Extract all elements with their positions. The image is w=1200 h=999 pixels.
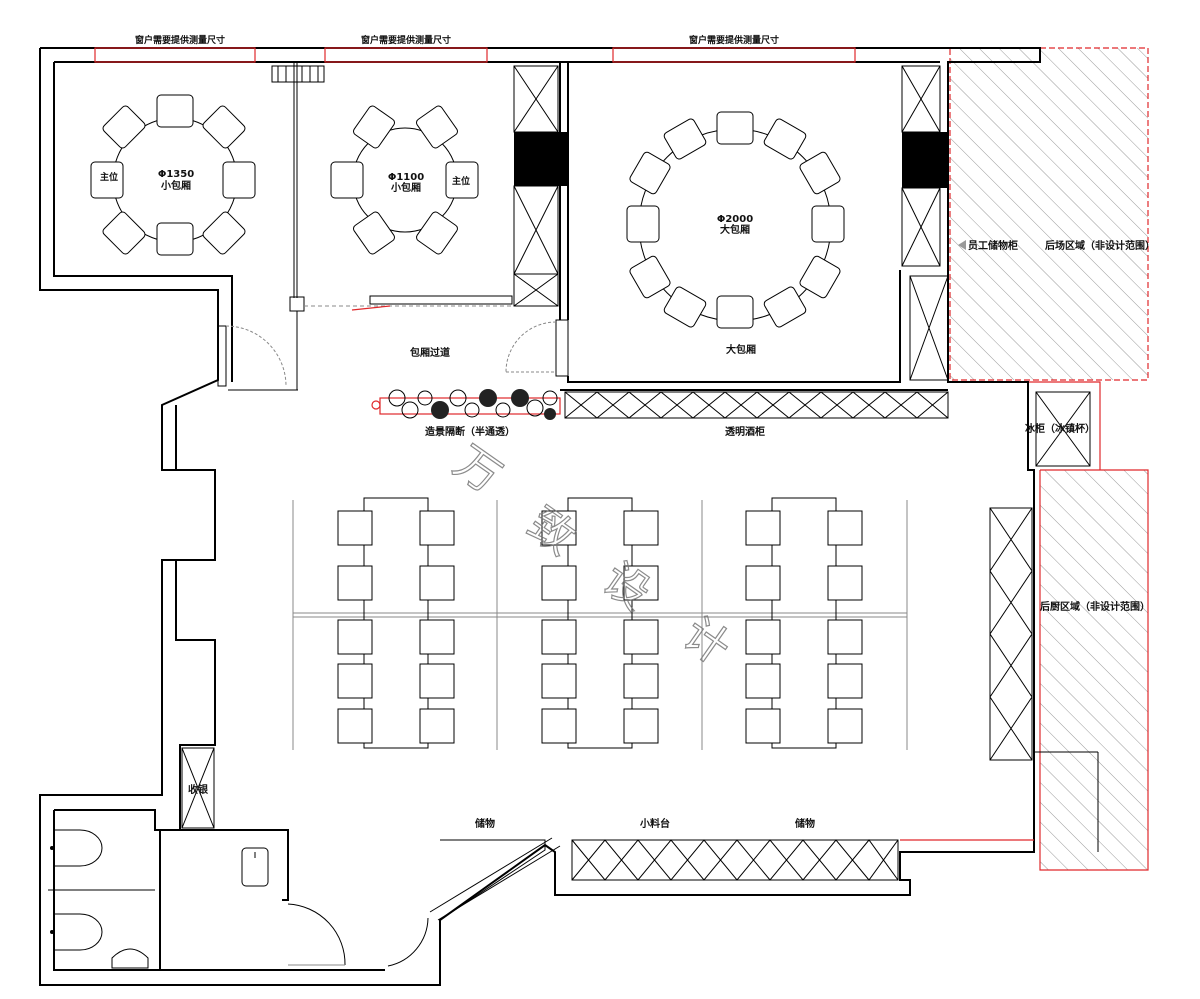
room3-name: 大包厢	[720, 223, 750, 236]
room1-name: 小包厢	[160, 179, 191, 192]
wine-cabinet	[564, 391, 949, 419]
wine-cabinet-label: 透明酒柜	[725, 425, 765, 438]
condiment-counter	[429, 837, 899, 921]
table-room3	[626, 111, 845, 329]
partition-label: 造景隔断（半通透）	[425, 425, 515, 438]
window-2	[324, 47, 488, 63]
chairs-room3	[626, 111, 845, 329]
cashier-counter	[181, 747, 215, 829]
fridge-label: 冰柜（冰镇杯）	[1025, 422, 1095, 435]
cashier-label: 收银	[188, 783, 209, 796]
watermark-char-2: 致	[519, 498, 584, 565]
host-seat-right: 主位	[452, 175, 470, 187]
corridor-label: 包厢过道	[410, 346, 450, 359]
landscape-partition	[371, 389, 561, 420]
host-seat-left: 主位	[100, 171, 118, 183]
watermark-char-1: 万	[445, 436, 510, 503]
window-3	[612, 47, 856, 63]
cabinet-column-right	[901, 65, 949, 381]
kitchen-label: 后厨区域（非设计范围）	[1040, 600, 1150, 613]
dining-hall	[292, 497, 908, 750]
table-group-1	[337, 497, 455, 749]
window-note-1: 窗户需要提供测量尺寸	[135, 34, 225, 46]
fridge	[1035, 391, 1091, 467]
table-group-2	[541, 497, 659, 749]
kitchen-counter	[989, 507, 1033, 761]
room3-label: 大包厢	[726, 343, 756, 356]
kitchen-border	[1039, 469, 1149, 871]
window-note-2: 窗户需要提供测量尺寸	[361, 34, 451, 46]
chairs-room2	[330, 105, 479, 255]
window-note-3: 窗户需要提供测量尺寸	[689, 34, 779, 46]
watermark-char-4: 计	[674, 608, 739, 675]
back-area-label: 后场区域（非设计范围）	[1045, 239, 1155, 252]
outer-wall	[39, 47, 1041, 986]
room3-size: Φ2000	[717, 214, 753, 225]
room2-size: Φ1100	[388, 172, 424, 183]
room1-size: Φ1350	[158, 169, 194, 180]
table-room2	[330, 105, 479, 255]
table-group-3	[745, 497, 863, 749]
chairs-room1	[90, 94, 256, 256]
table-room1	[90, 94, 256, 256]
arrow-icon	[958, 240, 966, 250]
condiment-label: 小料台	[639, 817, 670, 830]
vent-grille	[271, 65, 325, 83]
room2-name: 小包厢	[390, 181, 421, 194]
storage-left-label: 储物	[474, 817, 495, 830]
watermark-char-3: 设	[594, 553, 659, 620]
window-1	[94, 47, 256, 63]
back-area-border	[949, 47, 1149, 381]
back-area-hatch	[950, 48, 1148, 380]
storage-right-label: 储物	[794, 817, 815, 830]
staff-locker-label: 员工储物柜	[968, 239, 1018, 252]
kitchen-hatch	[1040, 470, 1148, 870]
restrooms	[48, 829, 429, 969]
